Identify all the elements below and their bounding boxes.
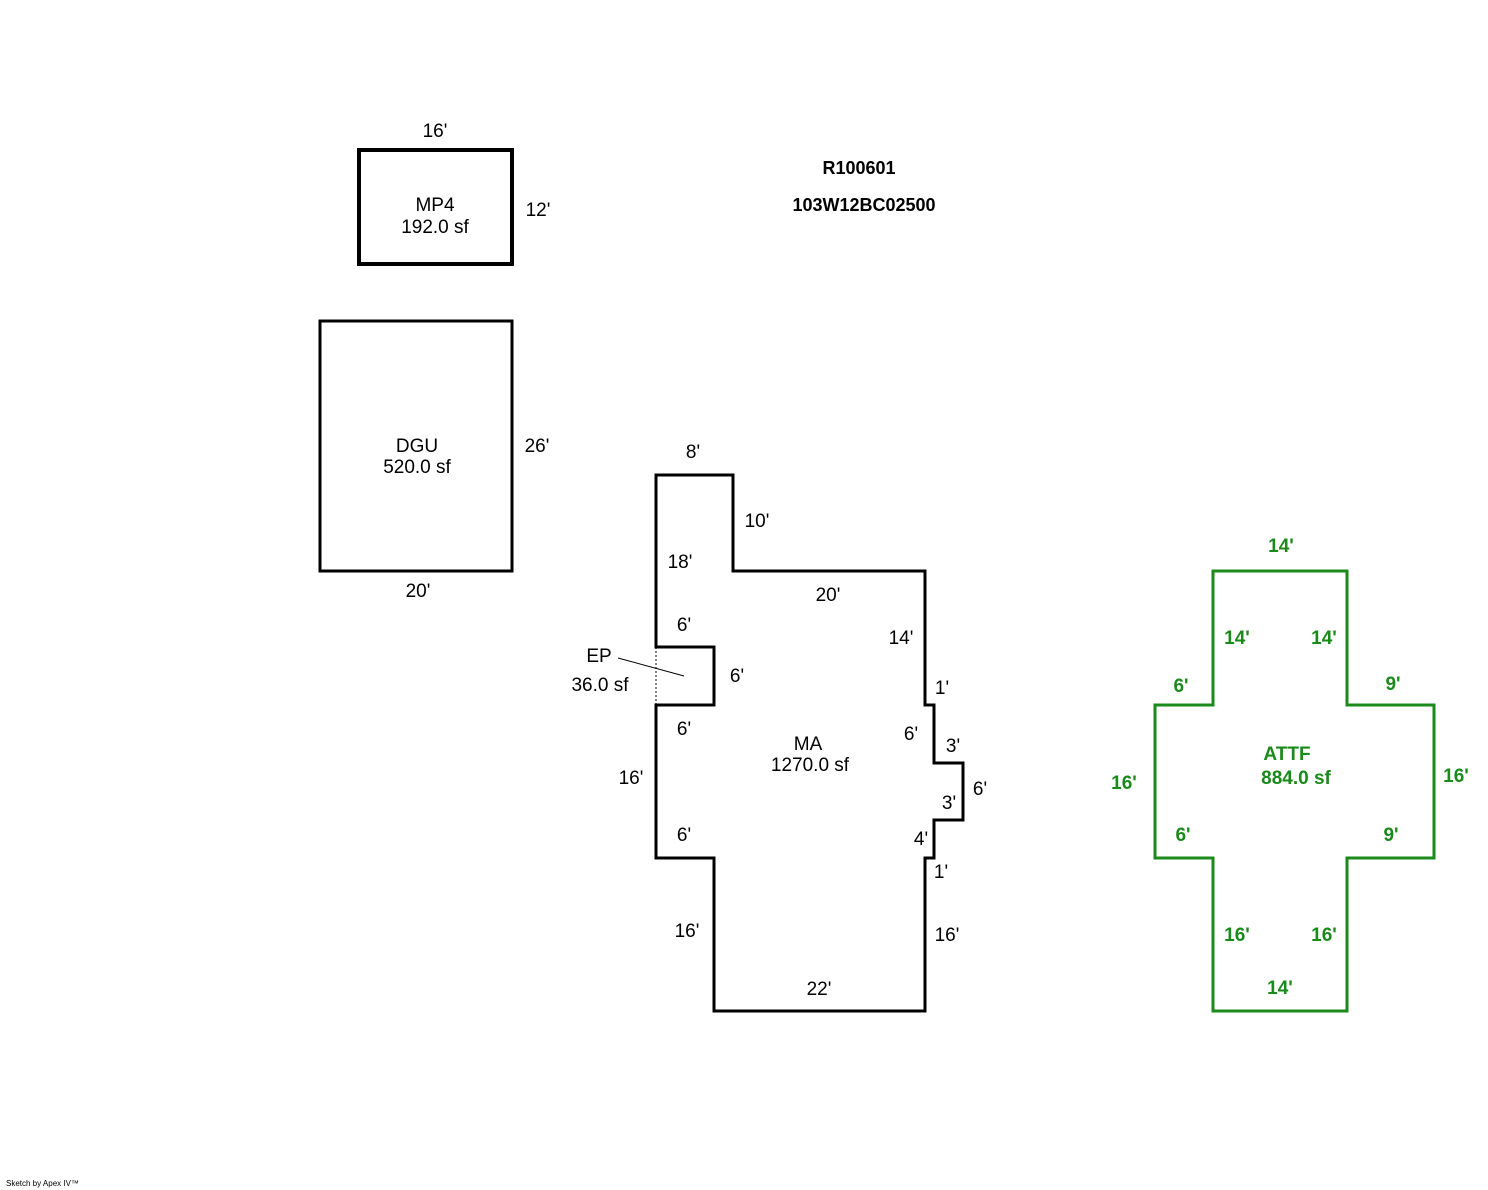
attf-area: ATTF 884.0 sf 14' 14' 14' 6' 9' 16' 16' …	[1111, 536, 1469, 1013]
ma-dim: 18'	[668, 552, 693, 573]
sketch-credit: Sketch by Apex IV™	[6, 1179, 79, 1188]
ma-dim: 4'	[914, 829, 928, 850]
ma-dim: 10'	[745, 511, 770, 532]
attf-dim: 6'	[1175, 825, 1190, 846]
attf-area-value: 884.0 sf	[1261, 768, 1331, 789]
attf-dim: 16'	[1111, 773, 1137, 794]
dgu-dim: 20'	[406, 581, 431, 602]
ma-dim: 14'	[889, 628, 914, 649]
mp4-dim: 12'	[526, 200, 551, 221]
mp4-outline	[357, 148, 514, 266]
ma-dim: 3'	[946, 736, 960, 757]
mp4-code: MP4	[415, 195, 455, 216]
ma-outline	[654, 473, 965, 1013]
dgu-dim: 26'	[525, 436, 550, 457]
ma-dim: 1'	[935, 678, 949, 699]
attf-dim: 14'	[1267, 978, 1293, 999]
ma-dim: 16'	[619, 768, 644, 789]
ma-dim: 6'	[677, 719, 691, 740]
ma-dim: 16'	[675, 921, 700, 942]
ma-dim: 6'	[677, 615, 691, 636]
ma-dim: 3'	[942, 793, 956, 814]
attf-dim: 16'	[1443, 766, 1469, 787]
attf-dim: 14'	[1268, 536, 1294, 557]
dgu-area-value: 520.0 sf	[383, 457, 451, 478]
attf-outline	[1153, 569, 1436, 1013]
attf-dim: 14'	[1311, 628, 1337, 649]
ma-area-value: 1270.0 sf	[771, 755, 850, 776]
ma-dim: 6'	[973, 779, 987, 800]
ma-dim: 22'	[807, 979, 832, 1000]
dgu-area: DGU 520.0 sf 26' 20'	[318, 319, 550, 602]
ma-dim: 8'	[686, 442, 700, 463]
mp4-dim: 16'	[423, 121, 448, 142]
ep-leader-line	[617, 657, 685, 677]
ep-area-value: 36.0 sf	[571, 675, 629, 696]
ma-area: MA 1270.0 sf 8' 10' 18' 20' 6' 14' 6' 1'…	[619, 442, 987, 1013]
mp4-area: MP4 192.0 sf 16' 12'	[357, 121, 551, 266]
ma-dim: 16'	[935, 925, 960, 946]
dgu-outline	[318, 319, 514, 573]
ep-code: EP	[586, 646, 611, 667]
ep-area: EP 36.0 sf	[571, 646, 685, 705]
ma-dim: 20'	[816, 585, 841, 606]
attf-dim: 16'	[1224, 925, 1250, 946]
dgu-code: DGU	[396, 436, 438, 457]
attf-dim: 16'	[1311, 925, 1337, 946]
mp4-area-value: 192.0 sf	[401, 217, 469, 238]
map-number: 103W12BC02500	[792, 195, 935, 215]
ma-dim: 6'	[677, 825, 691, 846]
attf-dim: 14'	[1224, 628, 1250, 649]
ma-dim: 1'	[934, 862, 948, 883]
attf-dim: 9'	[1383, 825, 1398, 846]
ma-dim: 6'	[730, 666, 744, 687]
attf-code: ATTF	[1263, 744, 1310, 765]
attf-dim: 6'	[1173, 676, 1188, 697]
ma-code: MA	[794, 734, 823, 755]
parcel-id: R100601	[822, 158, 895, 178]
attf-dim: 9'	[1385, 674, 1400, 695]
ma-dim: 6'	[904, 724, 918, 745]
